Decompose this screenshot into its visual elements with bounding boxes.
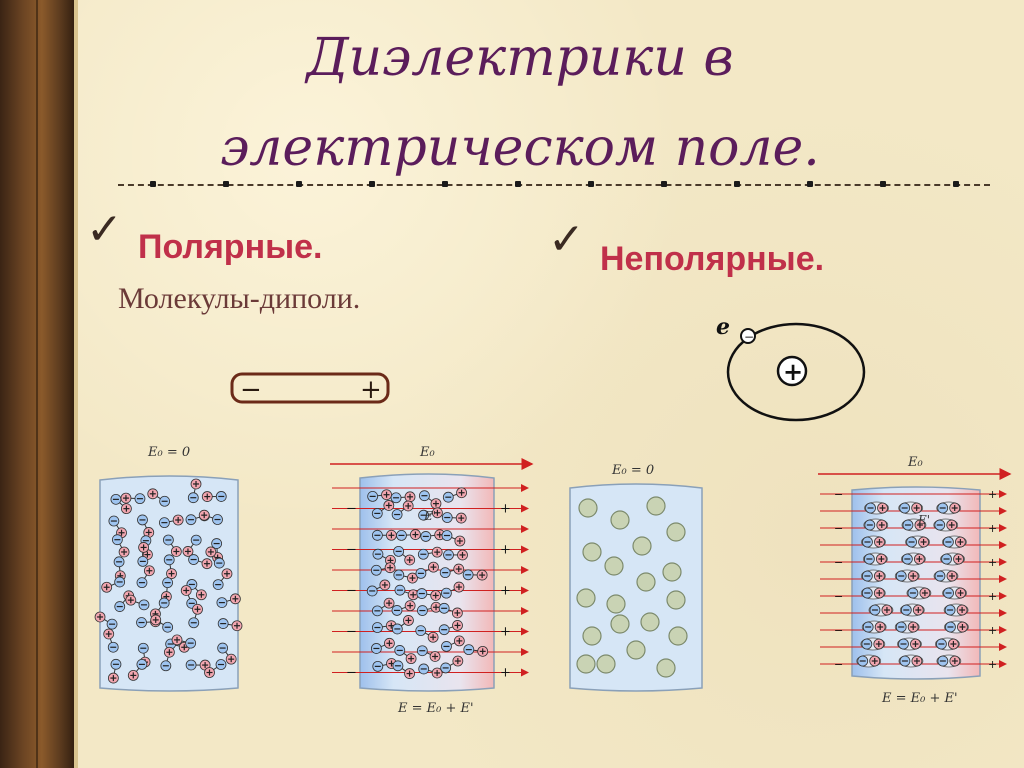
polarized-atom [943, 587, 967, 599]
atom [611, 615, 629, 633]
polarized-atom [899, 655, 923, 667]
atom [667, 591, 685, 609]
atom [611, 511, 629, 529]
polarized-atom [857, 655, 881, 667]
surface-charge-minus: − [834, 590, 843, 603]
figure-label: E₀ = 0 [147, 445, 190, 460]
polarized-atom [865, 502, 889, 514]
polarized-atom [934, 570, 958, 582]
polarized-atom [897, 638, 921, 650]
atom [641, 613, 659, 631]
polarized-atom [869, 604, 893, 616]
surface-charge-plus: + [500, 543, 511, 558]
atom-model: − e + [716, 314, 864, 420]
figure-label: E₀ = 0 [611, 463, 654, 478]
polarized-atom [944, 621, 968, 633]
surface-charge-minus: − [834, 556, 843, 569]
figure-nonpolar-field: E₀ − + − + − + − + − + − + E' E = E₀ + E' [818, 455, 1010, 706]
polarized-atom [900, 604, 924, 616]
surface-charge-plus: + [988, 556, 997, 569]
atom [597, 655, 615, 673]
figure-label: E₀ [907, 455, 923, 470]
inner-field-label: E' [917, 513, 930, 527]
surface-charge-minus: − [834, 488, 843, 501]
dipole-symbol: − + [232, 374, 388, 405]
atom [577, 589, 595, 607]
surface-charge-minus: − [346, 543, 357, 558]
polarized-atom [941, 553, 965, 565]
atom [657, 659, 675, 677]
atom [647, 497, 665, 515]
atom [583, 627, 601, 645]
surface-charge-minus: − [346, 584, 357, 599]
surface-charge-minus: − [834, 522, 843, 535]
atom [663, 563, 681, 581]
dipole-minus: − [240, 375, 262, 405]
polarized-atom [861, 536, 885, 548]
polarized-atom [934, 519, 958, 531]
polarized-atom [944, 604, 968, 616]
atom [637, 573, 655, 591]
polarized-atom [861, 587, 885, 599]
surface-charge-plus: + [500, 584, 511, 599]
inner-field-label: E' [423, 509, 436, 523]
polarized-atom [895, 570, 919, 582]
figure-polar-field: E₀ − + − + − + − + − + E' E = E₀ + E' [330, 445, 532, 716]
polarized-atom [863, 553, 887, 565]
surface-charge-minus: − [834, 624, 843, 637]
atom [577, 655, 595, 673]
polarized-atom [861, 570, 885, 582]
atom [627, 641, 645, 659]
surface-charge-plus: + [988, 590, 997, 603]
surface-charge-plus: + [500, 666, 511, 681]
electron-label: e [716, 314, 730, 340]
polarized-atom [862, 621, 886, 633]
polarized-atom [942, 536, 966, 548]
surface-charge-minus: − [346, 625, 357, 640]
polarized-atom [901, 553, 925, 565]
dipole-plus: + [360, 375, 382, 405]
surface-charge-plus: + [988, 522, 997, 535]
polarized-atom [935, 638, 959, 650]
polarized-atom [906, 536, 930, 548]
figure-nonpolar-no-field: E₀ = 0 [570, 463, 702, 691]
surface-charge-plus: + [988, 624, 997, 637]
surface-charge-minus: − [834, 658, 843, 671]
surface-charge-plus: + [988, 488, 997, 501]
nucleus-charge: + [783, 357, 803, 386]
atom [607, 595, 625, 613]
surface-charge-plus: + [988, 658, 997, 671]
surface-charge-plus: + [500, 502, 511, 517]
figure-label: E₀ [419, 445, 435, 460]
polarized-atom [907, 587, 931, 599]
polarized-atom [937, 502, 961, 514]
atom [579, 499, 597, 517]
field-formula: E = E₀ + E' [881, 691, 958, 706]
surface-charge-minus: − [346, 502, 357, 517]
atom [667, 523, 685, 541]
atom [605, 557, 623, 575]
field-formula: E = E₀ + E' [397, 701, 474, 716]
figure-polar-no-field: E₀ = 0 [95, 445, 242, 691]
electron-charge: − [744, 330, 754, 344]
polarized-atom [895, 621, 919, 633]
polarized-atom [861, 638, 885, 650]
atom [583, 543, 601, 561]
polarized-atom [937, 655, 961, 667]
polarized-atom [864, 519, 888, 531]
atom [669, 627, 687, 645]
atom [633, 537, 651, 555]
surface-charge-plus: + [500, 625, 511, 640]
surface-charge-minus: − [346, 666, 357, 681]
